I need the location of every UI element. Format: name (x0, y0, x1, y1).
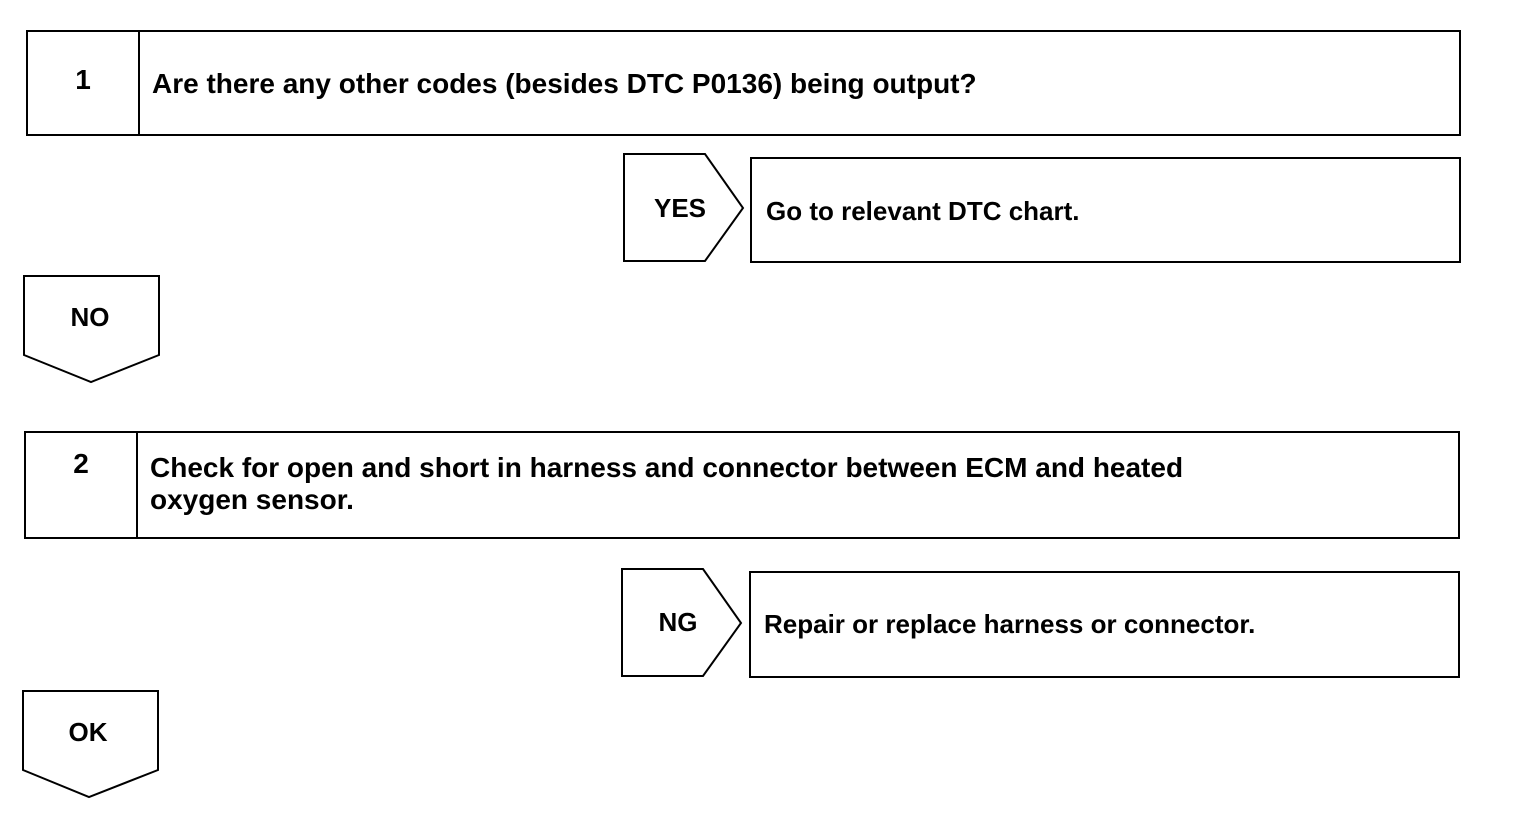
ng-action-text: Repair or replace harness or connector. (764, 609, 1256, 639)
yes-action-text: Go to relevant DTC chart. (766, 196, 1080, 226)
yes-label: YES (653, 193, 707, 223)
no-label: NO (70, 302, 110, 332)
step-1-box (26, 30, 1461, 136)
yes-action-box (750, 157, 1461, 263)
step-1-number: 1 (75, 64, 91, 95)
no-arrow-shape (23, 275, 160, 384)
step-2-divider (136, 431, 138, 539)
ok-arrow-shape (22, 690, 159, 799)
step-2-number: 2 (73, 448, 89, 479)
ng-label: NG (658, 607, 698, 637)
ok-label: OK (68, 717, 108, 747)
step-2-box (24, 431, 1460, 539)
step-1-divider (138, 30, 140, 136)
ng-arrow-shape (621, 568, 743, 677)
ng-action-box (749, 571, 1460, 678)
yes-arrow-shape (623, 153, 745, 262)
step-2-question-line-1: Check for open and short in harness and … (150, 452, 1184, 483)
step-1-question: Are there any other codes (besides DTC P… (152, 68, 977, 99)
step-2-question-line-2: oxygen sensor. (150, 484, 354, 515)
